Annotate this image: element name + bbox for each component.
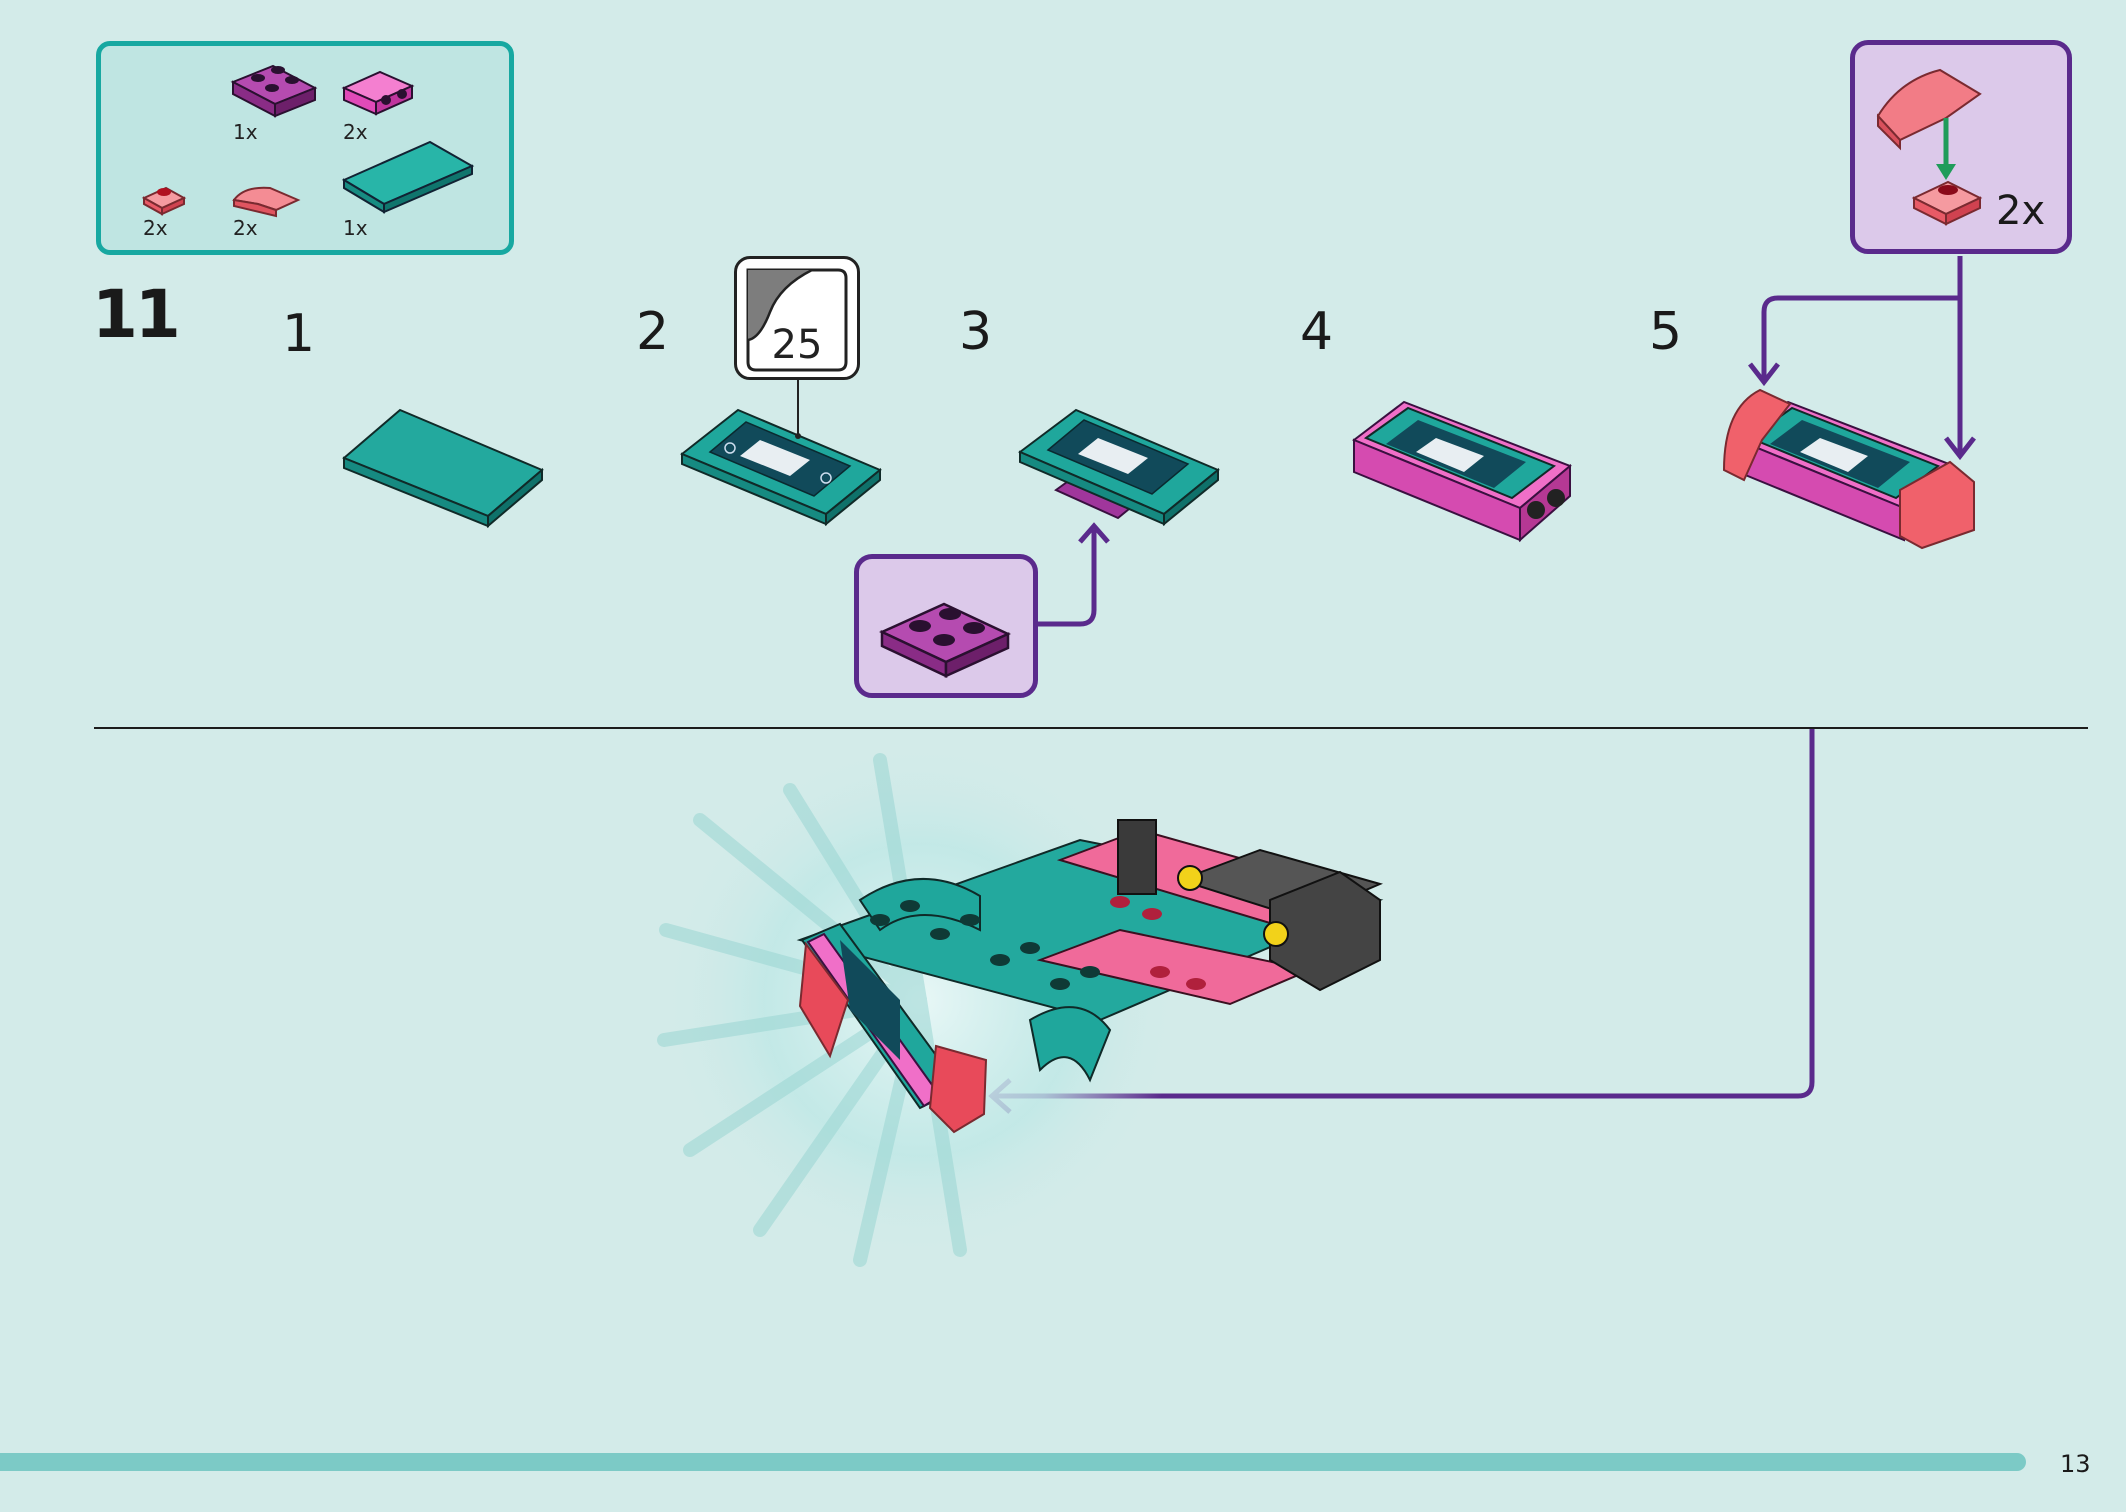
teal-tile-2x4-icon [341,140,475,214]
step-number: 11 [92,276,181,353]
substep-1-label: 1 [282,304,316,364]
sticker-peel-icon [746,268,848,372]
substep-1-teal-tile [342,408,544,529]
parts-qty-pink-bracket: 2x [343,120,368,144]
substep-3-label: 3 [959,302,993,362]
sticker-number: 25 [772,322,823,368]
pink-bracket-plate-icon [341,70,415,116]
parts-list-box [96,41,514,255]
substep-3-tile-with-plate [1018,408,1220,527]
trans-red-round-plate-icon [141,186,187,216]
callout-red-slope-icon [1876,68,1982,151]
callout-purple-plate-icon [879,602,1011,678]
parts-qty-teal-tile: 1x [343,216,368,240]
parts-qty-purple-plate: 1x [233,120,258,144]
vehicle-model-illustration [796,819,1384,1134]
trans-red-curved-slope-icon [232,186,301,218]
substep-4-label: 4 [1300,302,1334,362]
subassembly-callout-box [1850,40,2072,254]
subassembly-qty: 2x [1996,188,2046,234]
substep-2-label: 2 [636,302,670,362]
page-number: 13 [2060,1450,2091,1478]
section-divider [94,727,2088,729]
callout-red-round-plate-icon [1911,180,1983,226]
substep-2-stickered-tile [680,380,882,527]
substep-5-assembly [1722,388,1975,550]
parts-qty-red-slope: 2x [233,216,258,240]
purple-2x2-plate-icon [230,64,318,118]
parts-qty-red-round: 2x [143,216,168,240]
substep-5-label: 5 [1649,302,1683,362]
substep-4-assembly [1352,400,1572,543]
page-footer-bar [0,1453,2026,1471]
